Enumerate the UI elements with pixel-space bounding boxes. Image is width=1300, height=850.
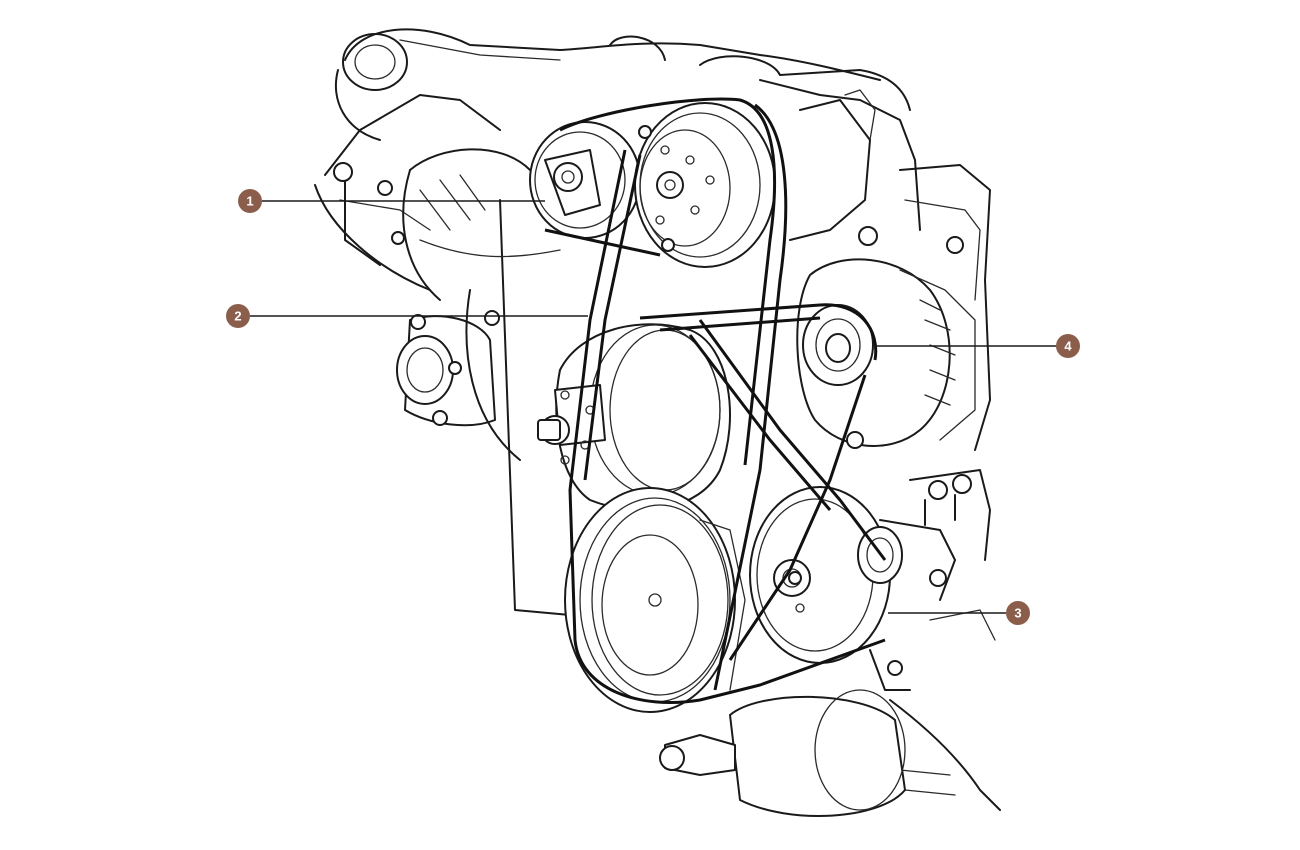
callout-marker-2	[226, 304, 250, 328]
callout-label-2: 2	[234, 309, 241, 324]
callout-marker-1	[238, 189, 262, 213]
engine-block	[314, 28, 1001, 811]
callout-4: 4	[1056, 334, 1080, 358]
callout-label-1: 1	[246, 194, 253, 209]
callout-1: 1	[238, 189, 262, 213]
power-steering-pulley	[749, 486, 903, 664]
callout-label-4: 4	[1064, 339, 1072, 354]
callout-marker-3	[1006, 601, 1030, 625]
callout-marker-4	[1056, 334, 1080, 358]
alternator	[796, 226, 976, 449]
callout-leaders	[250, 200, 1057, 614]
callout-label-3: 3	[1014, 606, 1021, 621]
ac-clutch-pulley	[634, 102, 776, 268]
callout-2: 2	[226, 304, 250, 328]
drive-belts	[544, 97, 887, 704]
oil-filter	[659, 689, 906, 818]
callout-3: 3	[1006, 601, 1030, 625]
compressor-pulley	[529, 121, 641, 239]
